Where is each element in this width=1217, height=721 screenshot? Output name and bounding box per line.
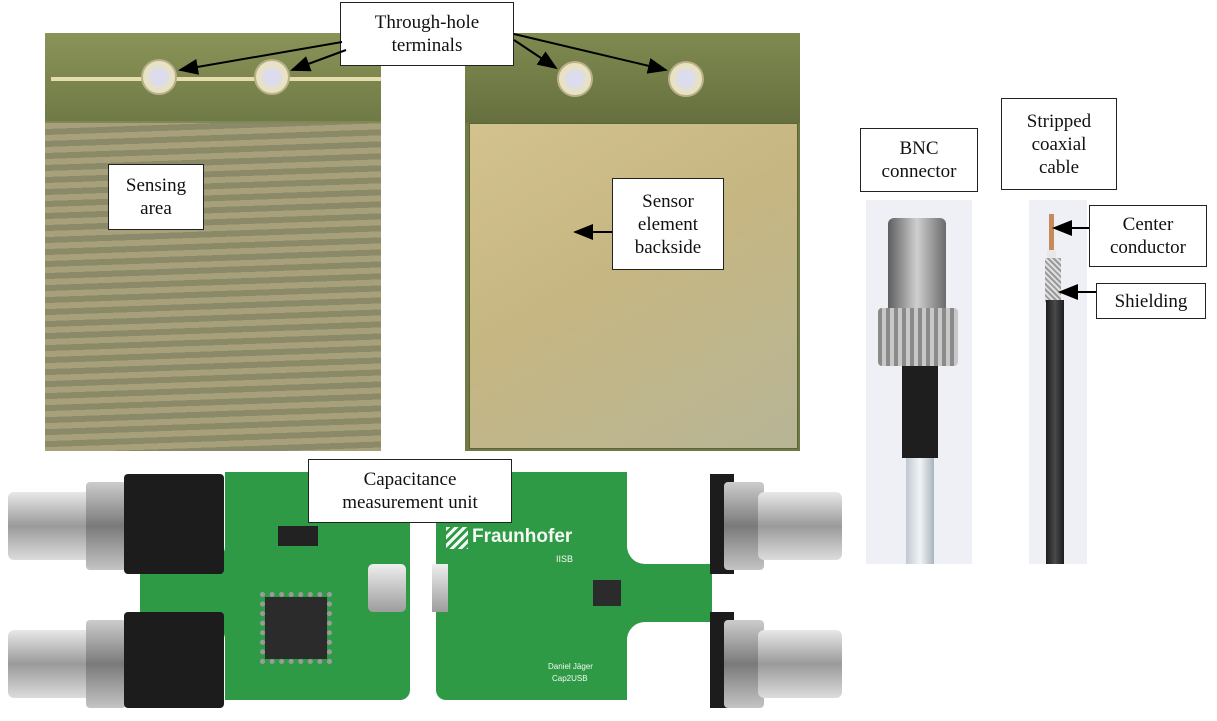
pcb-board-text: Cap2USB [552,674,588,683]
sensing-area-pattern [45,123,381,451]
pcb-back-photo: Fraunhofer IISB Daniel Jäger Cap2USB [428,462,848,712]
braided-shield [1045,258,1061,302]
header-connector [278,526,318,546]
bnc-knurled-nut [878,308,958,366]
center-conductor-label: Center conductor [1089,205,1207,267]
bnc-nut-lower [724,620,764,708]
pcb-brand-text: Fraunhofer [472,526,573,547]
shielding-label: Shielding [1096,283,1206,319]
copper-trace [51,77,381,81]
bnc-nut-upper [86,482,126,570]
pcb-notch [627,622,712,700]
dielectric-layer [1047,250,1056,258]
capacitance-unit-label: Capacitance measurement unit [308,459,512,523]
usb-c-port [368,564,406,612]
bnc-jack-lower [8,630,93,698]
sensing-area-label: Sensing area [108,164,204,230]
bnc-connector-photo [866,200,972,564]
bnc-nut-upper [724,482,764,570]
backside-copper-plane [469,123,798,449]
pcb-author-text: Daniel Jäger [548,662,593,671]
pcb-front-photo [0,462,420,712]
bnc-jack-upper [758,492,842,560]
bnc-body-upper [124,474,224,574]
pcb-notch [627,472,712,564]
fraunhofer-logo [446,527,468,549]
sensor-backside-label: Sensor element backside [612,178,724,270]
usb-c-port [432,564,448,612]
bnc-jack-upper [8,492,93,560]
stripped-coax-photo [1029,200,1087,564]
bnc-nut-lower [86,620,126,708]
bnc-body-lower [124,612,224,708]
sensor-front-photo [45,33,381,451]
through-hole-terminals-label: Through-hole terminals [340,2,514,66]
sensor-ic [593,580,621,606]
bnc-sleeve [902,366,938,458]
fr4-strip [465,33,800,123]
cable-jacket [906,458,934,564]
bnc-connector-label: BNC connector [860,128,978,192]
bnc-head [888,218,946,318]
pcb-institute-text: IISB [556,554,574,564]
stripped-coax-label: Stripped coaxial cable [1001,98,1117,190]
center-conductor-wire [1049,214,1054,258]
bnc-jack-lower [758,630,842,698]
cable-jacket [1046,300,1064,564]
microcontroller-chip [260,592,332,664]
